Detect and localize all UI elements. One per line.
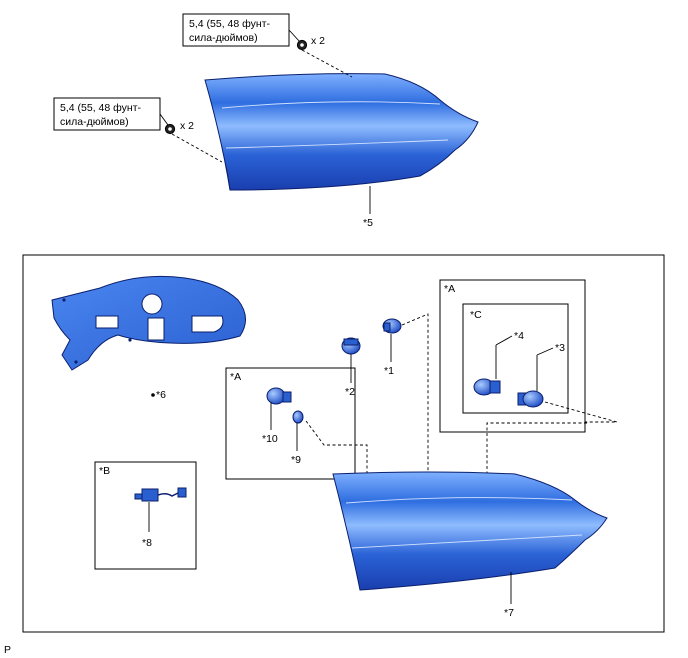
torque-leader-upper (288, 29, 301, 43)
part-9-bulb (292, 410, 304, 424)
detail-box-c (462, 303, 569, 414)
figure-code: P (4, 644, 11, 656)
detail-box-a-right (439, 279, 586, 433)
dash-p9 (305, 420, 368, 478)
upper-lamp-lens-line (221, 101, 441, 109)
label-box-b: *B (99, 465, 110, 477)
part-10-socket (266, 387, 292, 405)
label-p7: *7 (504, 607, 514, 619)
torque-box-upper (182, 13, 290, 47)
label-box-a-left: *A (230, 371, 241, 383)
label-box-c: *C (470, 309, 482, 321)
nut-icon (296, 39, 308, 51)
part-7-lamp (332, 471, 608, 591)
label-p10: *10 (262, 433, 278, 445)
dash-box-a-right (486, 422, 587, 473)
leader-p4-b (495, 335, 513, 346)
label-box-a-right: *A (444, 283, 455, 295)
label-p2: *2 (345, 386, 355, 398)
upper-lamp-edge (225, 165, 231, 191)
exploded-view-frame (22, 254, 665, 633)
torque-dash-lower (171, 133, 223, 163)
upper-lamp-body (204, 73, 479, 191)
detail-box-b (94, 461, 197, 570)
torque-text-lower-2: сила-дюймов) (60, 116, 129, 128)
torque-text-lower-1: 5,4 (55, 48 фунт- (60, 102, 141, 114)
upper-lamp-assembly (204, 73, 479, 191)
torque-leader-lower (159, 113, 169, 126)
part-2-socket (341, 337, 361, 355)
label-p1: *1 (384, 365, 394, 377)
leader-p3-b (536, 347, 554, 356)
dash-p1 (401, 313, 429, 476)
torque-qty-lower: x 2 (180, 120, 194, 132)
dash-p3 (544, 401, 618, 423)
part-3-bulb (517, 390, 544, 408)
label-p5: *5 (363, 217, 373, 229)
torque-qty-upper: x 2 (311, 35, 325, 47)
part-8-wire-harness (134, 487, 187, 502)
label-p6: *6 (156, 389, 166, 401)
part-4-socket (473, 378, 501, 396)
torque-callout-upper: 5,4 (55, 48 фунт- сила-дюймов) x 2 (182, 13, 353, 78)
nut-icon (164, 123, 176, 135)
label-p4: *4 (514, 330, 524, 342)
torque-text-upper-2: сила-дюймов) (189, 32, 258, 44)
point-p6 (151, 393, 155, 397)
torque-callout-lower: 5,4 (55, 48 фунт- сила-дюймов) x 2 (53, 97, 223, 163)
part-1-bulb (382, 318, 402, 334)
label-p8: *8 (142, 537, 152, 549)
torque-dash-upper (301, 49, 353, 78)
torque-text-upper-1: 5,4 (55, 48 фунт- (189, 18, 270, 30)
part-6-bracket (51, 275, 246, 371)
detail-box-a-left (225, 367, 356, 480)
label-p3: *3 (555, 342, 565, 354)
upper-lamp-lens-line (225, 139, 449, 149)
label-p9: *9 (291, 454, 301, 466)
